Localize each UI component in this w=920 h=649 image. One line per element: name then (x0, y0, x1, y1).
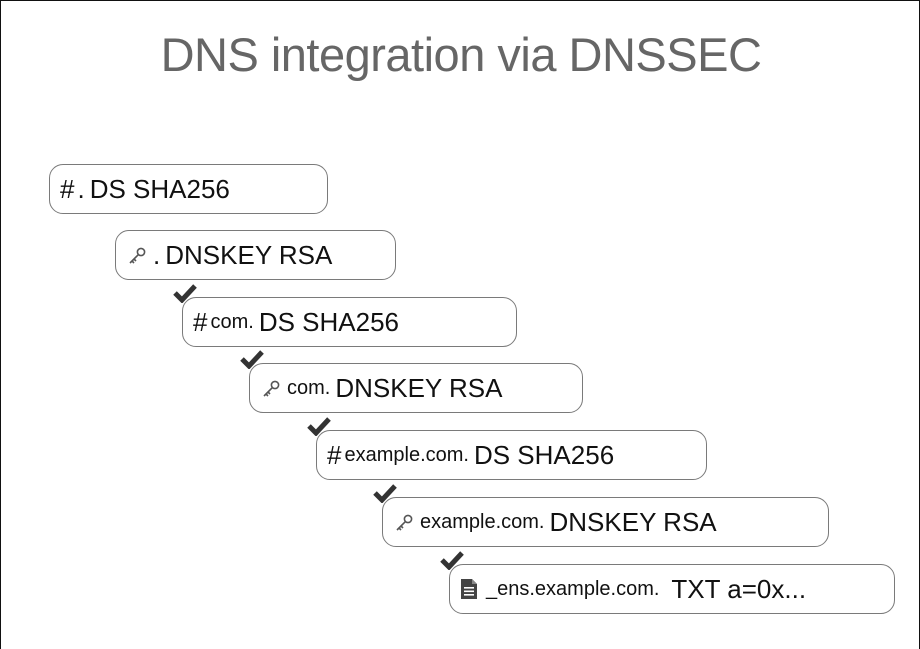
chain-step-com-ds: # com. DS SHA256 (182, 297, 517, 347)
record-type: DNSKEY RSA (549, 506, 717, 537)
check-icon (173, 284, 197, 303)
chain-step-root-ds: # . DS SHA256 (49, 164, 328, 214)
zone-label: com. (287, 376, 331, 399)
chain-step-ens-txt: _ens.example.com. TXT a=0x... (449, 564, 895, 614)
chain-step-example-ds: # example.com. DS SHA256 (316, 430, 707, 480)
check-icon (307, 417, 331, 436)
chain-step-example-dnskey: example.com. DNSKEY RSA (382, 497, 829, 547)
hash-icon: # (327, 439, 342, 470)
check-icon (240, 350, 264, 369)
check-icon (440, 551, 464, 570)
record-type: TXT a=0x... (671, 573, 807, 604)
hash-icon: # (193, 306, 208, 337)
hash-icon: # (60, 173, 75, 204)
record-type: DNSKEY RSA (335, 372, 503, 403)
record-type: DS SHA256 (89, 173, 230, 204)
key-icon (126, 243, 150, 267)
chain-step-com-dnskey: com. DNSKEY RSA (249, 363, 583, 413)
key-icon (393, 510, 417, 534)
chain-step-root-dnskey: . DNSKEY RSA (115, 230, 396, 280)
check-icon (373, 484, 397, 503)
key-icon (260, 376, 284, 400)
zone-label: example.com. (344, 443, 469, 466)
zone-label: example.com. (420, 510, 545, 533)
zone-label: _ens.example.com. (486, 577, 660, 600)
record-type: DS SHA256 (258, 306, 399, 337)
record-type: DS SHA256 (473, 439, 615, 470)
slide-title: DNS integration via DNSSEC (160, 28, 762, 81)
zone-label: com. (210, 310, 254, 333)
document-icon (460, 578, 478, 600)
zone-label: . (153, 239, 161, 270)
record-type: DNSKEY RSA (165, 239, 333, 270)
zone-label: . (77, 173, 85, 204)
